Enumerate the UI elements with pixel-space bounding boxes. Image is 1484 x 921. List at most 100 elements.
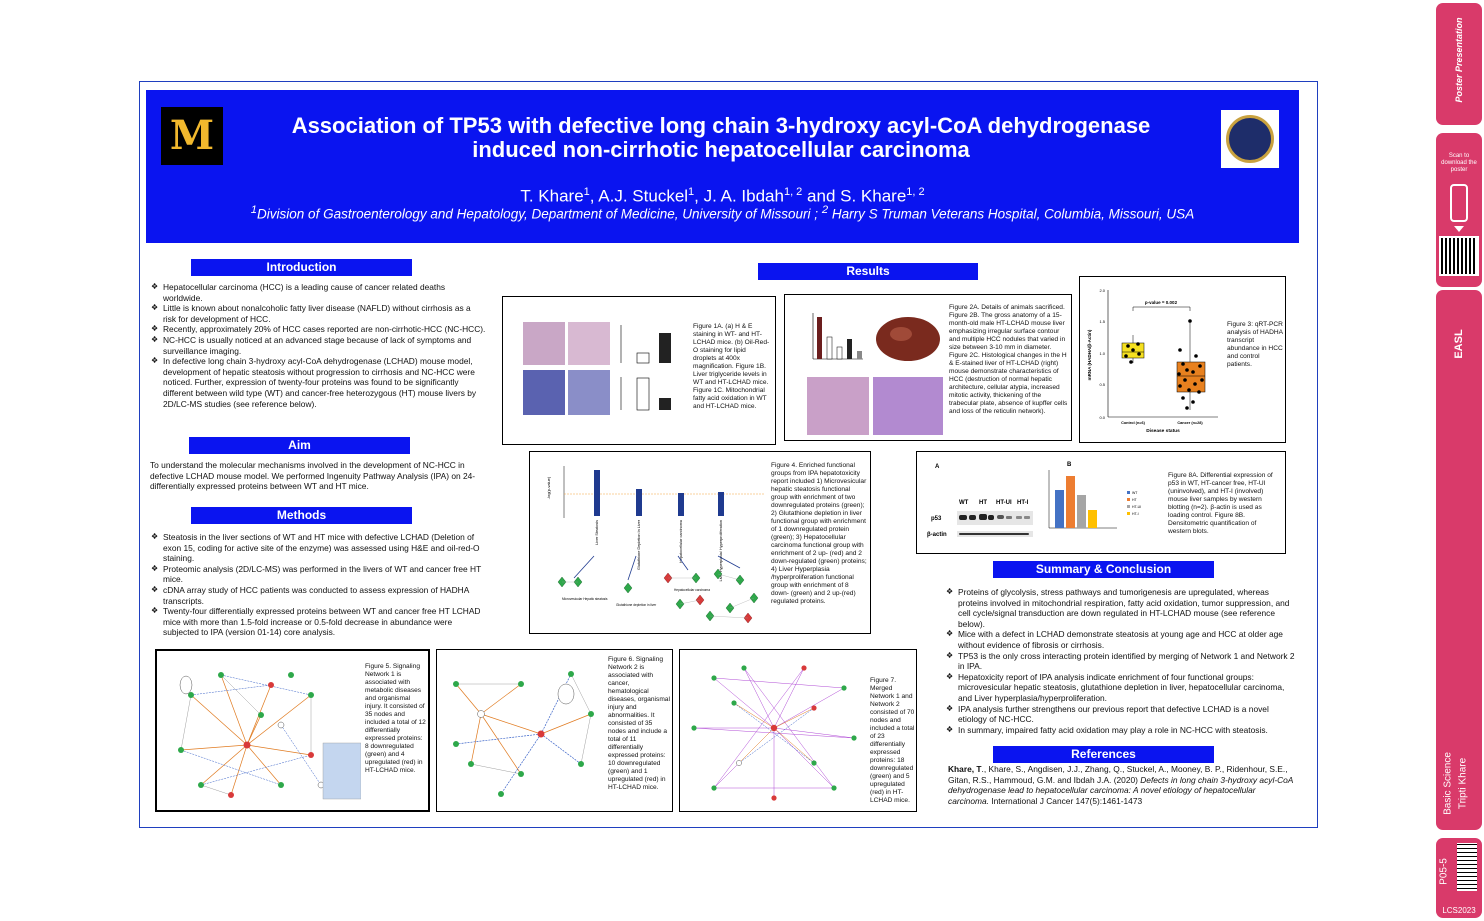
figure-4-bar-4: Liver Hyperplasia/ Hyperproliferation bbox=[719, 520, 723, 581]
bullet-item: Proteins of glycolysis, stress pathways … bbox=[946, 587, 1296, 629]
author-2-affil: 1 bbox=[688, 186, 695, 198]
university-logo: M bbox=[161, 107, 223, 165]
figure-6: Figure 6. Signaling Network 2 is associa… bbox=[436, 649, 673, 812]
y-tick-1-5: 1.5 bbox=[1099, 319, 1105, 324]
author-3-affil: 1, 2 bbox=[783, 186, 803, 198]
bullet-item: TP53 is the only cross interacting prote… bbox=[946, 651, 1296, 672]
lane-ht-ui: HT-UI bbox=[996, 500, 1012, 506]
figure-3-ylabel: mRNA (HADHA/β-Actin) bbox=[1087, 329, 1092, 380]
affil-sup-2: 2 bbox=[821, 204, 829, 216]
affiliations: 1Division of Gastroenterology and Hepato… bbox=[146, 204, 1299, 222]
figure-6-network bbox=[453, 671, 594, 797]
legend-wt: WT bbox=[1132, 491, 1138, 495]
figure-4-ylabel: -log(p-value) bbox=[546, 476, 551, 499]
figure-3-xlabel: Disease status bbox=[1146, 428, 1180, 434]
figure-2-panels bbox=[807, 311, 947, 435]
figure-5-network bbox=[178, 672, 361, 800]
legend-ht-i: HT-I bbox=[1132, 512, 1139, 516]
methods-header: Methods bbox=[191, 507, 412, 524]
y-tick-2: 2.0 bbox=[1099, 288, 1105, 293]
poster-banner: M Association of TP53 with defective lon… bbox=[146, 90, 1299, 243]
brand-tile[interactable]: Poster Presentation bbox=[1436, 3, 1482, 125]
bullet-item: In defective long chain 3-hydroxy acyl-C… bbox=[151, 356, 486, 409]
bullet-item: cDNA array study of HCC patients was con… bbox=[151, 585, 488, 606]
bullet-item: Recently, approximately 20% of HCC cases… bbox=[151, 324, 486, 335]
bullet-item: Hepatoxicity report of IPA analysis indi… bbox=[946, 672, 1296, 704]
figure-2-caption: Figure 2A. Details of animals sacrificed… bbox=[949, 304, 1068, 415]
figure-1: Figure 1A. (a) H & E staining in WT- and… bbox=[502, 296, 776, 445]
results-header: Results bbox=[758, 263, 978, 280]
figure-7-caption: Figure 7. Merged Network 1 and Network 2… bbox=[870, 677, 915, 804]
reference-entry: Khare, T., Khare, S., Angdisen, J.J., Zh… bbox=[948, 764, 1294, 806]
poster-code: P05-5 bbox=[1438, 858, 1450, 885]
reference-authors: ., Khare, S., Angdisen, J.J., Zhang, Q.,… bbox=[948, 764, 1288, 785]
authors: T. Khare1, A.J. Stuckel1, J. A. Ibdah1, … bbox=[146, 186, 1299, 207]
legend-ht: HT bbox=[1132, 498, 1138, 502]
aim-text: To understand the molecular mechanisms i… bbox=[150, 460, 476, 492]
category-label: Basic Science bbox=[1442, 752, 1454, 815]
lane-ht: HT bbox=[979, 500, 987, 506]
bullet-item: IPA analysis further strengthens our pre… bbox=[946, 704, 1296, 725]
figure-8-caption: Figure 8A. Differential expression of p5… bbox=[1168, 472, 1273, 535]
references-header: References bbox=[993, 746, 1214, 763]
scan-text: Scan to download the poster bbox=[1441, 153, 1477, 173]
qr-code-icon[interactable] bbox=[1439, 236, 1479, 276]
p53-label: p53 bbox=[931, 516, 942, 522]
figure-3: p-value = 0.002 2.0 1.5 1.0 0.5 0.0 mRNA… bbox=[1079, 276, 1286, 443]
figure-5-caption: Figure 5. Signaling Network 1 is associa… bbox=[365, 663, 426, 774]
figure-3-pvalue: p-value = 0.002 bbox=[1145, 300, 1178, 305]
presenter-label: Tripti Khare bbox=[1457, 757, 1469, 810]
summary-list: Proteins of glycolysis, stress pathways … bbox=[946, 587, 1296, 735]
figure-7-network bbox=[691, 665, 857, 801]
figure-4-bar-1: Liver Steatosis bbox=[595, 520, 599, 545]
figure-4-chart: -log(p-value) Liver Steatosis Glutathion… bbox=[546, 466, 764, 624]
figure-4-sub-2: Glutathione depletion in liver bbox=[616, 603, 657, 607]
download-tile[interactable]: Scan to download the poster bbox=[1436, 133, 1482, 287]
introduction-list: Hepatocellular carcinoma (HCC) is a lead… bbox=[151, 282, 486, 409]
bullet-item: Little is known about nonalcoholic fatty… bbox=[151, 303, 486, 324]
author-3: , J. A. Ibdah bbox=[694, 186, 784, 206]
summary-header: Summary & Conclusion bbox=[993, 561, 1214, 578]
figure-2: Figure 2A. Details of animals sacrificed… bbox=[784, 294, 1072, 441]
figure-3-cat-cancer: Cancer (n=28) bbox=[1177, 421, 1203, 425]
aim-header: Aim bbox=[189, 437, 410, 454]
lane-ht-i: HT-I bbox=[1017, 500, 1029, 506]
y-tick-0-5: 0.5 bbox=[1099, 382, 1105, 387]
bullet-item: Mice with a defect in LCHAD demonstrate … bbox=[946, 629, 1296, 650]
info-tile: EASL Basic Science Tripti Khare bbox=[1436, 290, 1482, 830]
introduction-header: Introduction bbox=[191, 259, 412, 276]
figure-7: Figure 7. Merged Network 1 and Network 2… bbox=[679, 649, 917, 812]
affil-1: Division of Gastroenterology and Hepatol… bbox=[257, 206, 822, 222]
bullet-item: In summary, impaired fatty acid oxidatio… bbox=[946, 725, 1296, 736]
author-2: , A.J. Stuckel bbox=[589, 186, 689, 206]
figure-4-bar-3: Hepatocellular carcinoma bbox=[679, 519, 683, 563]
methods-list: Steatosis in the liver sections of WT an… bbox=[151, 532, 488, 638]
figure-4-sub-1: Microvesicular Hepatic steatosis bbox=[562, 597, 608, 601]
title-line-1: Association of TP53 with defective long … bbox=[291, 113, 1151, 138]
barcode-icon bbox=[1457, 843, 1477, 891]
y-tick-1: 1.0 bbox=[1099, 351, 1105, 356]
lane-wt: WT bbox=[959, 500, 969, 506]
figure-3-cat-control: Control (n=6) bbox=[1121, 421, 1145, 425]
legend-ht-ui: HT-UI bbox=[1132, 505, 1141, 509]
figure-6-caption: Figure 6. Signaling Network 2 is associa… bbox=[608, 656, 670, 791]
affil-2: Harry S Truman Veterans Hospital, Columb… bbox=[828, 206, 1195, 222]
figure-1-panels bbox=[523, 322, 671, 415]
brand-label: Poster Presentation bbox=[1454, 17, 1464, 103]
figure-1-caption: Figure 1A. (a) H & E staining in WT- and… bbox=[693, 323, 770, 410]
va-seal-logo bbox=[1221, 110, 1279, 168]
figure-4-bar-2: Glutathione Depletion In Liver bbox=[637, 519, 641, 570]
code-tile: P05-5 LCS2023 bbox=[1436, 838, 1482, 918]
author-4: and S. Khare bbox=[802, 186, 907, 206]
bullet-item: Hepatocellular carcinoma (HCC) is a lead… bbox=[151, 282, 486, 303]
title-line-2: induced non-cirrhotic hepatocellular car… bbox=[472, 137, 970, 162]
figure-4: -log(p-value) Liver Steatosis Glutathion… bbox=[529, 451, 871, 634]
reference-title: Defects in long chain 3-hydroxy acyl-CoA… bbox=[948, 774, 1294, 806]
congress-logo: EASL bbox=[1453, 329, 1465, 359]
figure-8: A B WT HT HT-UI HT-I p53 β-actin WT HT H… bbox=[916, 451, 1286, 554]
arrow-down-icon bbox=[1454, 226, 1464, 232]
event-code: LCS2023 bbox=[1442, 906, 1476, 915]
figure-3-caption: Figure 3: qRT-PCR analysis of HADHA tran… bbox=[1227, 321, 1283, 368]
figure-4-sub-3: Hepatocellular carcinoma bbox=[674, 588, 710, 592]
